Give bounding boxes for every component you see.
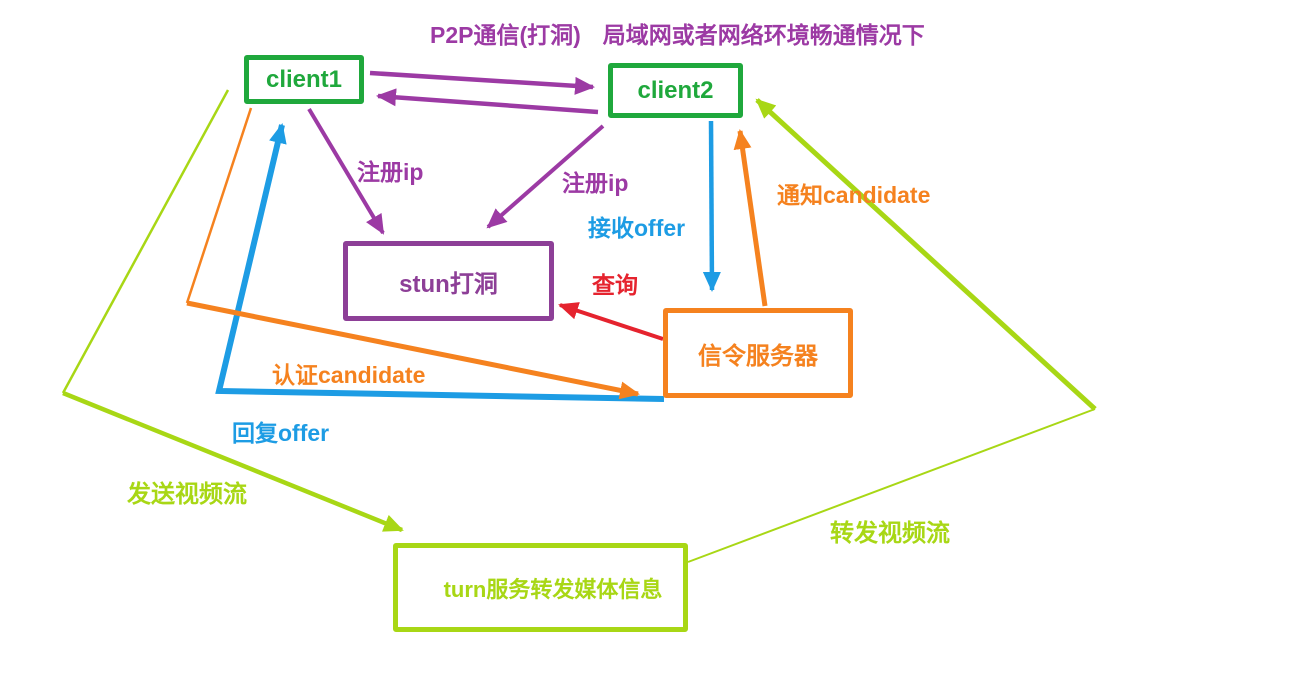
arrow-send-video-client1-to-turn xyxy=(62,390,404,533)
diagram-title: P2P通信(打洞) 局域网或者网络环境畅通情况下 xyxy=(430,16,925,50)
node-client2-label: client2 xyxy=(637,76,714,104)
label-register-ip-2: 注册ip xyxy=(562,170,629,196)
node-client2: client2 xyxy=(608,63,743,118)
label-auth-candidate: 认证candidate xyxy=(272,362,426,388)
label-query: 查询 xyxy=(592,272,638,298)
arrow-register-ip-client1-to-stun xyxy=(307,107,385,235)
arrow-forward-video-turn-to-client2 xyxy=(755,98,1097,411)
arrow-reply-offer-signal-to-client1 xyxy=(215,123,665,402)
node-client1: client1 xyxy=(244,55,364,104)
arrow-auth-candidate-client1-to-signal xyxy=(186,300,640,400)
arrow-forward-video-segment1 xyxy=(687,408,1096,563)
node-signal-server: 信令服务器 xyxy=(663,308,853,398)
label-reply-offer: 回复offer xyxy=(232,420,330,446)
label-forward-video-stream: 转发视频流 xyxy=(830,520,950,547)
arrow-auth-candidate-segment1 xyxy=(185,107,253,304)
node-stun: stun打洞 xyxy=(343,241,554,321)
label-receive-offer: 接收offer xyxy=(588,215,686,241)
arrow-register-ip-client2-to-stun xyxy=(486,124,605,229)
arrow-send-video-segment1 xyxy=(61,89,230,394)
node-turn-server: turn服务转发媒体信息 xyxy=(393,543,688,632)
label-notify-candidate: 通知candidate xyxy=(777,182,931,208)
title-p2p: P2P通信(打洞) xyxy=(430,22,581,48)
node-turn-server-label: turn服务转发媒体信息 xyxy=(443,576,663,602)
label-send-video-stream: 发送视频流 xyxy=(127,481,247,508)
arrow-receive-offer-client2-to-signal xyxy=(702,120,721,292)
arrow-query-signal-to-stun xyxy=(558,302,664,341)
node-client1-label: client1 xyxy=(265,65,343,93)
arrow-p2p-client2-to-client1 xyxy=(376,88,599,115)
arrow-notify-candidate-signal-to-client2 xyxy=(733,129,768,307)
node-signal-server-label: 信令服务器 xyxy=(698,342,818,370)
title-lan-condition: 局域网或者网络环境畅通情况下 xyxy=(602,22,925,48)
arrow-p2p-client1-to-client2 xyxy=(369,70,595,95)
label-register-ip-1: 注册ip xyxy=(357,159,424,185)
node-stun-label: stun打洞 xyxy=(399,270,498,298)
